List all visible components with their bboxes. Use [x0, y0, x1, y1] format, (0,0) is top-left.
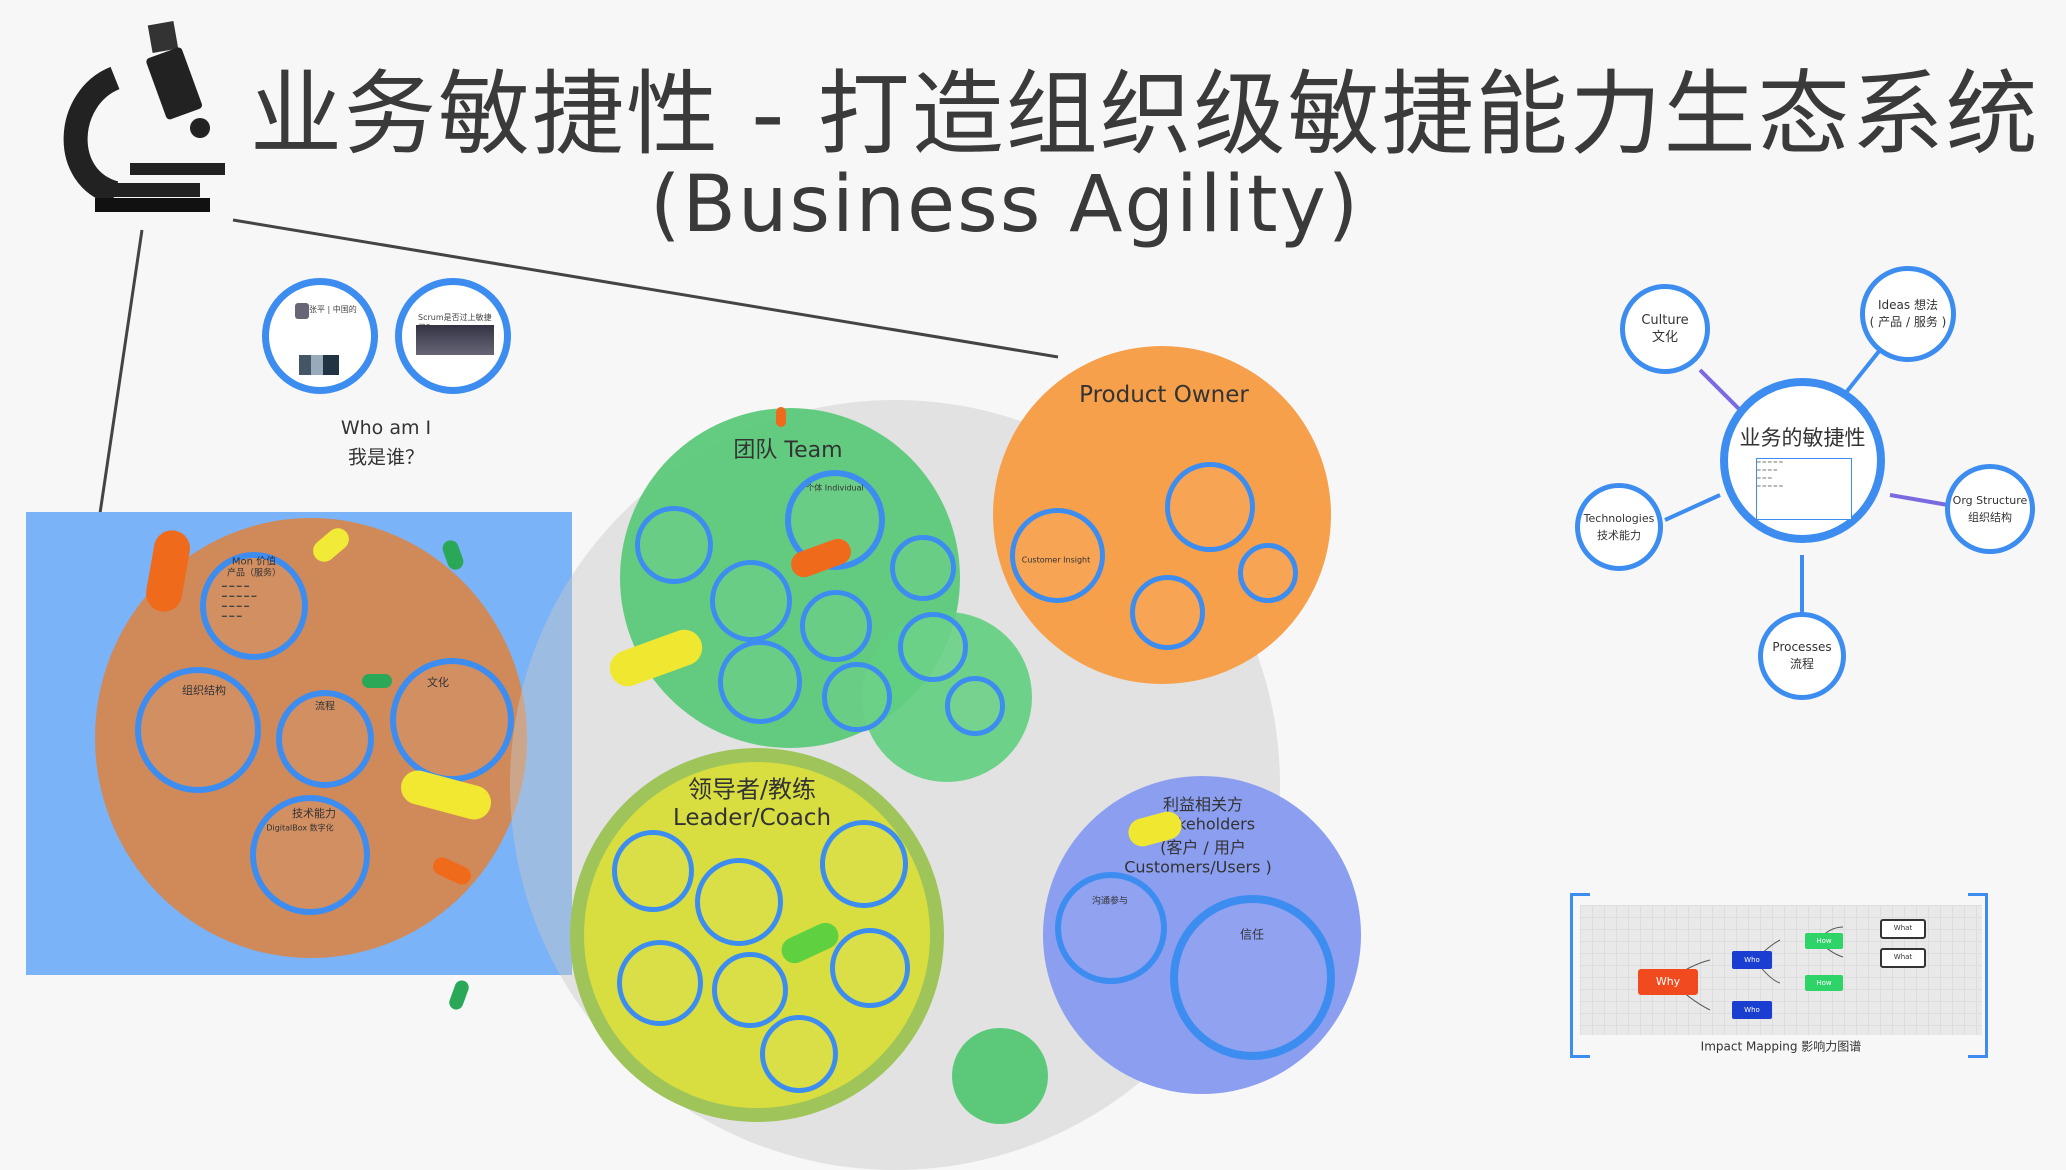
leader-title-en: Leader/Coach	[672, 805, 832, 831]
impact-how-2: How	[1805, 975, 1843, 991]
small-green-circle	[952, 1028, 1048, 1124]
impact-bracket-right	[1968, 893, 1988, 1058]
stakeholder-inner-2: 信任	[1239, 927, 1265, 942]
stakeholder-ring-1[interactable]	[1055, 872, 1167, 984]
team-ring-7[interactable]	[898, 612, 968, 682]
microscope-icon	[63, 20, 225, 212]
page-subtitle: (Business Agility)	[650, 160, 1361, 250]
impact-who-1: Who	[1732, 951, 1772, 969]
leader-title-cn: 领导者/教练	[687, 775, 817, 804]
stakeholder-title-cn2: (客户 / 用户	[1160, 838, 1246, 857]
whoami-label-cn: 我是谁？	[347, 446, 425, 469]
team-ring-1[interactable]	[635, 506, 713, 584]
po-ring-3[interactable]	[1130, 575, 1205, 650]
team-ring-4[interactable]	[890, 535, 956, 601]
stakeholder-title-en2: Customers/Users )	[1124, 857, 1272, 877]
leader-ring-3[interactable]	[820, 820, 908, 908]
stakeholder-title-cn: 利益相关方	[1162, 795, 1244, 814]
impact-what-1: What	[1880, 919, 1926, 939]
po-ring-2[interactable]	[1165, 462, 1255, 552]
po-ring-4[interactable]	[1238, 543, 1298, 603]
photo-thumbnail	[416, 325, 494, 355]
team-ring-6[interactable]	[822, 662, 892, 732]
tech-ring[interactable]	[250, 795, 370, 915]
impact-map-diagram[interactable]: Why Who Who How How What What	[1580, 905, 1982, 1035]
team-title: 团队 Team	[733, 438, 843, 463]
value-ring[interactable]	[200, 552, 308, 660]
po-insight: Customer Insight	[1021, 555, 1091, 565]
team-ring-3[interactable]	[800, 590, 872, 662]
process-ring[interactable]	[276, 690, 374, 788]
org-title: 组织结构	[182, 684, 226, 697]
leader-ring-7[interactable]	[760, 1015, 838, 1093]
team-ring-2[interactable]	[710, 560, 792, 642]
mindmap-tech[interactable]: Technologies 技术能力	[1575, 483, 1663, 571]
process-title: 流程	[315, 701, 335, 713]
impact-bracket-left	[1570, 893, 1590, 1058]
leader-ring-6[interactable]	[830, 928, 910, 1008]
mindmap-culture[interactable]: Culture 文化	[1620, 284, 1710, 374]
mindmap-ideas[interactable]: Ideas 想法 ( 产品 / 服务 )	[1860, 266, 1956, 362]
leader-ring-1[interactable]	[612, 830, 694, 912]
value-sub: 产品（服务）	[226, 568, 282, 579]
whoami-label-en: Who am I	[340, 417, 432, 439]
culture-title: 文化	[427, 676, 449, 689]
org-ring[interactable]	[135, 667, 261, 793]
leader-ring-2[interactable]	[695, 858, 783, 946]
team-ring-5[interactable]	[718, 640, 802, 724]
impact-what-2: What	[1880, 948, 1926, 968]
germ-green-small	[362, 674, 392, 688]
impact-who-2: Who	[1732, 1001, 1772, 1019]
stakeholder-ring-2[interactable]	[1170, 895, 1335, 1060]
impact-why: Why	[1638, 969, 1698, 995]
whoami-bubble-2[interactable]: Scrum是否过上敏捷了？	[395, 278, 511, 394]
tech-title: 技术能力	[292, 807, 336, 820]
stakeholder-inner-1: 沟通参与	[1091, 896, 1129, 907]
impact-caption: Impact Mapping 影响力图谱	[1700, 1039, 1862, 1054]
po-title: Product Owner	[1079, 382, 1249, 408]
mindmap-process[interactable]: Processes 流程	[1758, 612, 1846, 700]
mindmap-center-note: ━ ━ ━ ━ ━━ ━ ━ ━━ ━ ━━ ━ ━ ━ ━	[1756, 458, 1852, 520]
book-thumbnails	[299, 355, 339, 375]
leader-ring-5[interactable]	[712, 952, 788, 1028]
team-individual-label: 个体 Individual	[806, 483, 864, 493]
mindmap-center-label: 业务的敏捷性	[1739, 426, 1866, 450]
whoami-bubble-1-text: 张平 | 中国的	[309, 305, 357, 314]
value-title: Mon 价值	[231, 556, 277, 568]
page-title: 业务敏捷性 - 打造组织级敏捷能力生态系统	[250, 61, 2040, 168]
tech-sub: DigitalBox 数字化	[266, 823, 334, 833]
impact-how-1: How	[1805, 933, 1843, 949]
po-ring-1[interactable]	[1010, 508, 1105, 603]
avatar	[295, 303, 309, 319]
mindmap-org[interactable]: Org Structure 组织结构	[1945, 464, 2035, 554]
whoami-bubble-1[interactable]: 张平 | 中国的	[262, 278, 378, 394]
team-ring-8[interactable]	[945, 676, 1005, 736]
leader-ring-4[interactable]	[617, 940, 703, 1026]
